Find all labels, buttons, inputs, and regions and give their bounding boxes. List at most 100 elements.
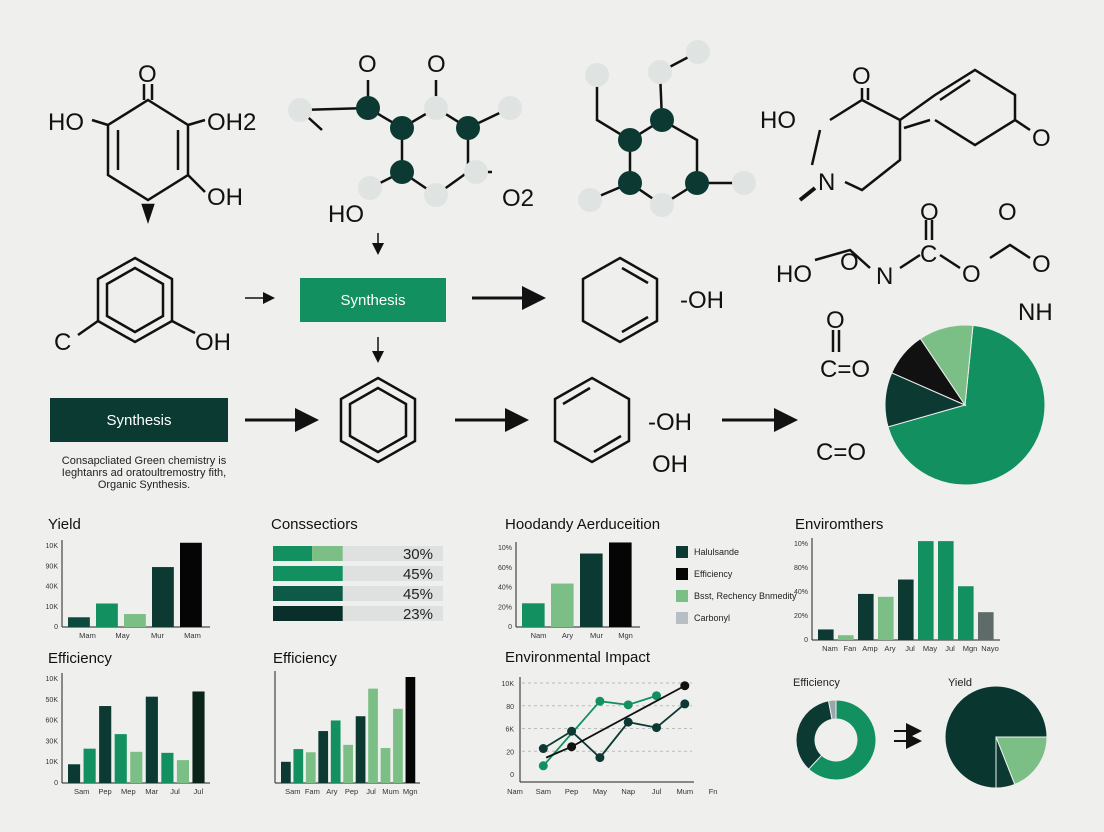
atom-label: C [54, 329, 71, 356]
phenol-molecule: C OH [54, 256, 231, 356]
atom-label: OH [195, 329, 231, 356]
pie-slice [995, 736, 1048, 786]
atom-label: N [876, 263, 893, 290]
x-tick-label: Amp [862, 644, 877, 653]
y-tick-label: 10K [502, 681, 515, 688]
carbamate-molecule: O O HO O N C O O NH [776, 199, 1053, 326]
data-point [595, 753, 605, 763]
x-tick-label: Mur [151, 631, 164, 640]
x-tick-label: Nam [531, 631, 547, 640]
atom-label: C=O [816, 439, 866, 466]
bar [405, 677, 416, 783]
data-point [680, 681, 690, 691]
atom-label: -OH [648, 409, 692, 436]
atom-label: OH [207, 184, 243, 211]
atom-label: HO [328, 201, 364, 228]
legend-swatch [676, 568, 688, 580]
x-tick-label: Mum [676, 787, 693, 796]
data-point [652, 691, 661, 701]
x-tick-label: Mgn [963, 644, 978, 653]
atom-label: O [826, 307, 845, 334]
y-tick-label: 0 [54, 780, 58, 787]
x-tick-label: Mum [382, 787, 399, 796]
x-tick-label: Jul [170, 787, 180, 796]
y-tick-label: 10K [46, 676, 59, 683]
bar [99, 706, 112, 783]
x-tick-label: Nam [822, 644, 838, 653]
x-tick-label: Sam [536, 787, 551, 796]
y-tick-label: 0 [804, 637, 808, 644]
legend-swatch [676, 590, 688, 602]
progress-value: 30% [403, 546, 433, 563]
atom-label: O [998, 199, 1017, 226]
x-tick-label: Ary [326, 787, 338, 796]
x-tick-label: May [923, 644, 937, 653]
bar [161, 752, 174, 783]
x-tick-label: Nap [621, 787, 635, 796]
pie-slice [995, 736, 1016, 789]
legend-label: Bsst, Rechency Bnmedity [694, 591, 797, 601]
y-tick-label: 0 [54, 624, 58, 631]
x-tick-label: Mam [184, 631, 201, 640]
y-tick-label: 60% [498, 565, 512, 572]
pyridinone-molecule: O HO N O [760, 63, 1051, 202]
bar [380, 748, 391, 783]
quinone-molecule: O HO OH2 OH [48, 61, 256, 224]
bar [176, 760, 190, 783]
bar [124, 614, 146, 627]
atom-label: O [840, 249, 859, 276]
bar [96, 603, 118, 627]
pie-slice [827, 699, 837, 720]
y-tick-label: 20 [506, 749, 514, 756]
data-point [595, 696, 605, 706]
progress-fill [273, 586, 343, 601]
x-tick-label: Pep [565, 787, 578, 796]
y-tick-label: 90K [46, 563, 59, 570]
y-tick-label: 30K [46, 738, 59, 745]
atom-label: O [1032, 251, 1051, 278]
bar [114, 734, 127, 783]
atom-label: OH [652, 451, 688, 478]
data-point [623, 700, 633, 710]
legend-label: Efficiency [694, 569, 733, 579]
bar [918, 541, 934, 640]
x-tick-label: Sam [74, 787, 89, 796]
bar [180, 542, 202, 627]
y-tick-label: 6K [505, 727, 514, 734]
ball-stick-molecule-1: O O HO O2 [288, 51, 534, 228]
data-point [567, 726, 577, 736]
synthesis-box: Synthesis [300, 278, 446, 322]
bar [393, 708, 403, 783]
bar [355, 716, 366, 783]
atom-label: HO [776, 261, 812, 288]
bar [293, 749, 304, 783]
bar [838, 635, 854, 640]
bar [145, 696, 158, 783]
x-tick-label: Ary [884, 644, 896, 653]
x-tick-label: May [593, 787, 607, 796]
bar [978, 612, 994, 640]
x-tick-label: Mur [590, 631, 603, 640]
flow-arrows [245, 233, 922, 749]
x-tick-label: Nayo [981, 644, 999, 653]
synthesis-box-dark: Synthesis [50, 398, 228, 442]
atom-label: O [962, 261, 981, 288]
atom-label: OH2 [207, 109, 256, 136]
y-tick-label: 80% [794, 565, 808, 572]
chart-title: Efficiency [273, 650, 337, 667]
chart-title: Efficiency [793, 677, 840, 689]
bar [68, 764, 81, 783]
y-tick-label: 60K [46, 718, 59, 725]
atom-label: O2 [502, 185, 534, 212]
bar [580, 553, 603, 627]
y-tick-label: 40% [794, 589, 808, 596]
atom-label: NH [1018, 299, 1053, 326]
x-tick-label: Jul [366, 787, 376, 796]
x-tick-label: Pep [345, 787, 358, 796]
pie-slice [919, 324, 974, 407]
y-tick-label: 20% [498, 604, 512, 611]
